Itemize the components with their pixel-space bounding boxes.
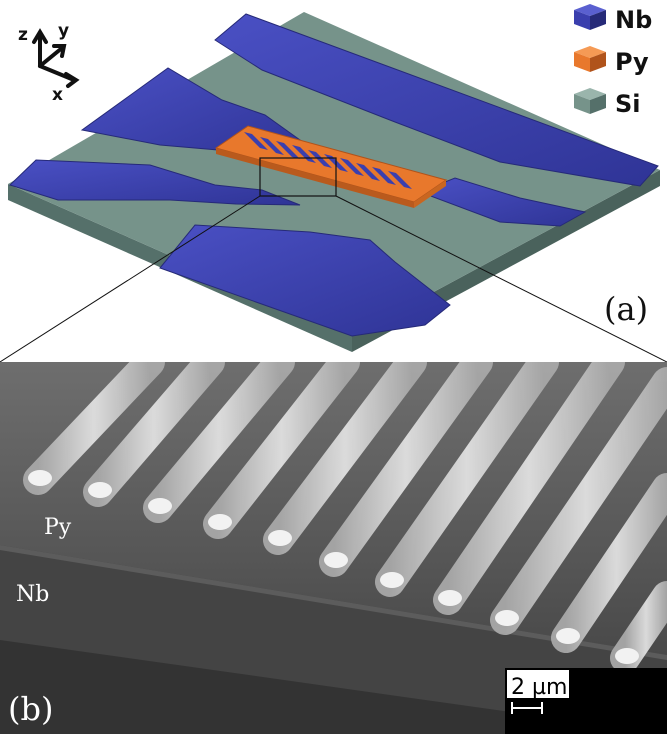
nb-pad-right <box>418 177 587 227</box>
zoom-line-right <box>335 195 667 363</box>
sem-label-py: Py <box>44 515 72 540</box>
legend-item-si: Si <box>574 88 641 118</box>
axis-label-z: z <box>18 25 28 45</box>
legend-item-py: Py <box>574 46 649 76</box>
panel-label-b: (b) <box>8 690 53 728</box>
zoom-line-left <box>0 195 261 363</box>
py-comb <box>214 125 448 208</box>
sem-image <box>0 362 667 734</box>
scale-bar-label: 2 µm <box>511 675 567 700</box>
nb-pad-bottom <box>159 224 451 337</box>
axis-label-y: y <box>58 21 69 41</box>
nb-pad-lower-left <box>9 159 301 206</box>
sem-label-nb: Nb <box>16 582 49 607</box>
scale-bar: 2 µm <box>505 668 667 734</box>
legend-label-si: Si <box>615 90 641 118</box>
nb-pad-top <box>214 13 659 187</box>
legend-label-nb: Nb <box>615 6 652 34</box>
device-illustration <box>0 12 667 363</box>
legend-label-py: Py <box>615 48 649 76</box>
zoom-box <box>259 157 337 197</box>
axes-indicator <box>32 28 80 88</box>
py-stripes <box>23 362 667 673</box>
legend-item-nb: Nb <box>574 4 652 34</box>
axis-label-x: x <box>52 85 63 105</box>
panel-label-a: (a) <box>604 290 648 328</box>
legend: Nb Py Si <box>574 4 652 118</box>
